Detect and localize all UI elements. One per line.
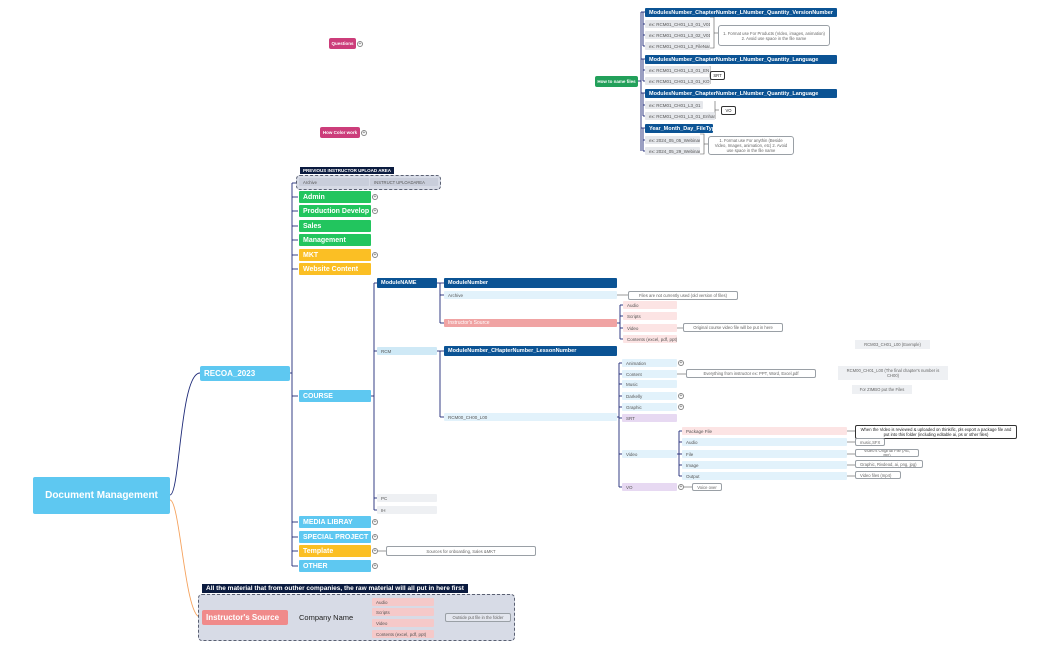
cs-scripts-folder[interactable]: Scripts xyxy=(372,608,434,616)
rcm-l00-folder[interactable]: RCM00_CH00_L00 xyxy=(444,413,617,421)
archive-folder[interactable]: Archive xyxy=(444,291,617,299)
naming-example[interactable]: ex: 2024_05_29_Webinar xyxy=(645,147,700,155)
expand-icon[interactable]: + xyxy=(678,484,684,490)
music-folder[interactable]: Music xyxy=(622,380,677,388)
vo-note: VO xyxy=(721,106,736,115)
srt-note: SRT xyxy=(710,71,725,80)
expand-icon[interactable]: + xyxy=(372,252,378,258)
expand-icon[interactable]: + xyxy=(372,208,378,214)
cs-video-folder[interactable]: Video xyxy=(372,619,434,627)
naming-example[interactable]: ex: RCM01_CH01_L3_01_KO xyxy=(645,77,710,85)
archive-note: Files are not currently used (old versio… xyxy=(628,291,738,300)
instruct-upload-item[interactable]: INSTRUCT UPLOADAREA xyxy=(370,178,438,186)
branch-mkt[interactable]: MKT xyxy=(299,249,371,261)
video-file-folder[interactable]: File xyxy=(682,450,847,458)
modulenumber-node[interactable]: ModuleNumber xyxy=(444,278,617,288)
branch-admin[interactable]: Admin xyxy=(299,191,371,203)
package-note: When the Video is reviewed & uploaded on… xyxy=(855,425,1017,439)
video-output-folder[interactable]: Output xyxy=(682,472,847,480)
vo-note: Voice over xyxy=(692,483,722,491)
example-label: RCM00_CH01_L00 (The final chapter's numb… xyxy=(838,366,948,380)
branch-template[interactable]: Template xyxy=(299,545,371,557)
vo-folder[interactable]: VO xyxy=(622,483,677,491)
cs-audio-folder[interactable]: Audio xyxy=(372,598,434,606)
naming-header-1[interactable]: ModulesNumber_ChapterNumber_LNumber_Quan… xyxy=(645,8,837,17)
archive-item[interactable]: Archive xyxy=(299,178,369,186)
naming-header-3[interactable]: ModulesNumber_ChapterNumber_LNumber_Quan… xyxy=(645,89,837,98)
pc-folder[interactable]: PC xyxy=(377,494,437,502)
how-color-work-pill[interactable]: How Color work xyxy=(320,127,360,138)
graphic-folder[interactable]: Graphic xyxy=(622,403,677,411)
modulename-node[interactable]: ModuleNAME xyxy=(377,278,437,288)
package-file-folder[interactable]: Package File xyxy=(682,427,847,435)
expand-icon[interactable]: + xyxy=(372,194,378,200)
naming-example[interactable]: ex: RCM01_CH01_L3_01 xyxy=(645,101,703,109)
expand-icon[interactable]: + xyxy=(372,548,378,554)
branch-sales[interactable]: Sales xyxy=(299,220,371,232)
naming-example[interactable]: ex: RCM01_CH01_L3_02_V01 xyxy=(645,31,710,39)
expand-icon[interactable]: + xyxy=(372,519,378,525)
ih-folder[interactable]: IH xyxy=(377,506,437,514)
rcm-folder[interactable]: RCM xyxy=(377,347,437,355)
example-label: For ZIMBO put the Files xyxy=(852,385,912,394)
branch-special[interactable]: SPECIAL PROJECT xyxy=(299,531,371,543)
darkelly-folder[interactable]: Darkelly xyxy=(622,392,677,400)
instructor-source-folder[interactable]: Instructor's Source xyxy=(444,319,617,327)
expand-icon[interactable]: + xyxy=(372,534,378,540)
video-note: Original course video file will be put i… xyxy=(683,323,783,332)
audio-folder[interactable]: Audio xyxy=(623,301,677,309)
how-to-name-files-pill[interactable]: How to name files xyxy=(595,76,638,87)
branch-other[interactable]: OTHER xyxy=(299,560,371,572)
example-label: RCM03_CH01_L00 (Exemple) xyxy=(855,340,930,349)
outside-title: All the material that from outher compan… xyxy=(202,584,468,593)
video-image-note: Graphic, Rivdeod, ai, png, jpg) xyxy=(855,460,923,468)
questions-pill[interactable]: Questions xyxy=(329,38,356,49)
lesson-node[interactable]: ModuleNumber_CHapterNumber_LessonNumber xyxy=(444,346,617,356)
expand-icon[interactable]: + xyxy=(678,360,684,366)
branch-media[interactable]: MEDIA LIBRAY xyxy=(299,516,371,528)
cs-contents-folder[interactable]: Contents (excel, pdf, ppt) xyxy=(372,630,434,638)
expand-icon[interactable]: + xyxy=(357,41,363,47)
video-image-folder[interactable]: Image xyxy=(682,461,847,469)
template-note: Sources for onboarding, Sales &MKT xyxy=(386,546,536,556)
video-audio-folder[interactable]: Audio xyxy=(682,438,847,446)
naming-example[interactable]: ex: 2024_05_05_Webinar xyxy=(645,136,700,144)
cs-note: Outside put file in the folder xyxy=(445,613,511,622)
video-output-note: Video files (mp4) xyxy=(855,471,901,479)
naming-example[interactable]: ex: RCM01_CH01_L3_01_Enhanced xyxy=(645,112,715,120)
scripts-folder[interactable]: Scripts xyxy=(623,312,677,320)
content-note: Everything from instructor ex: PPT, Word… xyxy=(686,369,816,378)
expand-icon[interactable]: + xyxy=(678,404,684,410)
naming-note-1: 1. Format use For Products (Video, image… xyxy=(718,25,830,46)
expand-icon[interactable]: + xyxy=(361,130,367,136)
video-file-note: Video's Original File (AE, PR) xyxy=(855,449,919,457)
contents-folder[interactable]: Contents (excel, pdf, ppt) xyxy=(623,335,677,343)
branch-course[interactable]: COURSE xyxy=(299,390,371,402)
root-node[interactable]: Document Management xyxy=(33,477,170,514)
naming-example[interactable]: ex: RCM01_CH01_L3_01_EN xyxy=(645,66,710,74)
previous-area-label: PREVIOUS INSTRUCTOR UPLOAD AREA xyxy=(300,167,395,174)
naming-note-4: 1. Format use For anythin (Beside Video,… xyxy=(708,136,794,155)
recoa-node[interactable]: RECOA_2023 xyxy=(200,366,290,381)
expand-icon[interactable]: + xyxy=(678,393,684,399)
company-name-node[interactable]: Company Name xyxy=(299,613,354,622)
instructor-source-node[interactable]: Instructor's Source xyxy=(202,610,288,625)
naming-header-2[interactable]: ModulesNumber_ChapterNumber_LNumber_Quan… xyxy=(645,55,837,64)
branch-management[interactable]: Management xyxy=(299,234,371,246)
branch-website[interactable]: Website Content xyxy=(299,263,371,275)
srt-folder[interactable]: SRT xyxy=(622,414,677,422)
naming-example[interactable]: ex: RCM01_CH01_L3_01_V01 xyxy=(645,20,710,28)
expand-icon[interactable]: + xyxy=(372,563,378,569)
animation-folder[interactable]: Animation xyxy=(622,359,677,367)
video-folder[interactable]: Video xyxy=(623,324,677,332)
content-folder[interactable]: Content xyxy=(622,370,677,378)
naming-header-4[interactable]: Year_Month_Day_FileType xyxy=(645,124,713,133)
naming-example[interactable]: ex: RCM01_CH01_L3_FileName_V01 xyxy=(645,42,710,50)
video-folder[interactable]: Video xyxy=(622,450,677,458)
branch-production[interactable]: Production Develop xyxy=(299,205,371,217)
video-audio-note: music,SFX xyxy=(855,438,885,446)
